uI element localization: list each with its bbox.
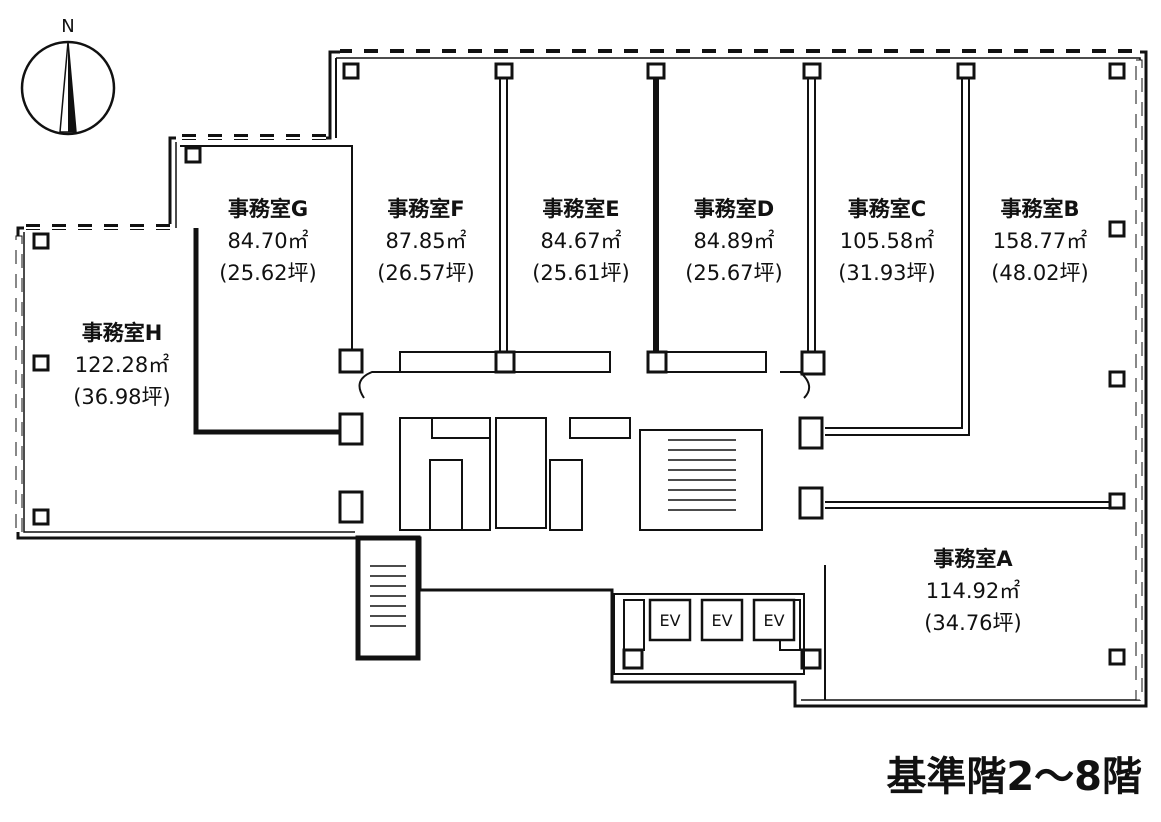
room-area: 84.89㎡ <box>693 229 774 253</box>
elevator: EV <box>752 598 796 642</box>
room-e: 事務室E 84.67㎡ (25.61坪) <box>532 197 630 285</box>
room-area: 84.70㎡ <box>227 229 308 253</box>
room-area: 114.92㎡ <box>926 579 1020 603</box>
room-area: 158.77㎡ <box>993 229 1087 253</box>
north-arrow-icon: N <box>20 16 116 136</box>
room-area: 105.58㎡ <box>840 229 934 253</box>
elevator-label: EV <box>659 611 680 630</box>
room-name: 事務室G <box>228 197 308 221</box>
room-area: 122.28㎡ <box>75 353 169 377</box>
room-name: 事務室B <box>1000 197 1079 221</box>
columns <box>32 62 1126 670</box>
room-a: 事務室A 114.92㎡ (34.76坪) <box>924 547 1022 635</box>
room-tsubo: (31.93坪) <box>838 261 936 285</box>
room-name: 事務室C <box>848 197 926 221</box>
elevator-bank: EV EV EV <box>648 598 796 642</box>
room-name: 事務室D <box>694 197 774 221</box>
room-b: 事務室B 158.77㎡ (48.02坪) <box>991 197 1089 285</box>
room-name: 事務室H <box>82 321 163 345</box>
room-tsubo: (25.62坪) <box>219 261 317 285</box>
room-d: 事務室D 84.89㎡ (25.67坪) <box>685 197 783 285</box>
room-h: 事務室H 122.28㎡ (36.98坪) <box>73 321 171 409</box>
core-area <box>358 351 811 675</box>
room-g: 事務室G 84.70㎡ (25.62坪) <box>219 197 317 285</box>
room-tsubo: (34.76坪) <box>924 611 1022 635</box>
room-name: 事務室E <box>542 197 619 221</box>
room-tsubo: (48.02坪) <box>991 261 1089 285</box>
room-tsubo: (36.98坪) <box>73 385 171 409</box>
room-name: 事務室F <box>387 197 464 221</box>
room-name: 事務室A <box>933 547 1013 571</box>
staircase <box>355 535 421 661</box>
room-c: 事務室C 105.58㎡ (31.93坪) <box>838 197 936 285</box>
room-f: 事務室F 87.85㎡ (26.57坪) <box>377 197 475 285</box>
room-tsubo: (25.61坪) <box>532 261 630 285</box>
room-area: 87.85㎡ <box>385 229 466 253</box>
room-tsubo: (25.67坪) <box>685 261 783 285</box>
elevator-label: EV <box>711 611 732 630</box>
partitions <box>180 58 1118 700</box>
room-area: 84.67㎡ <box>540 229 621 253</box>
elevator-label: EV <box>763 611 784 630</box>
elevator: EV <box>648 598 692 642</box>
elevator: EV <box>700 598 744 642</box>
north-label: N <box>61 16 74 37</box>
floor-title: 基準階2〜8階 <box>886 754 1142 800</box>
curtain-wall <box>15 48 1143 701</box>
room-tsubo: (26.57坪) <box>377 261 475 285</box>
